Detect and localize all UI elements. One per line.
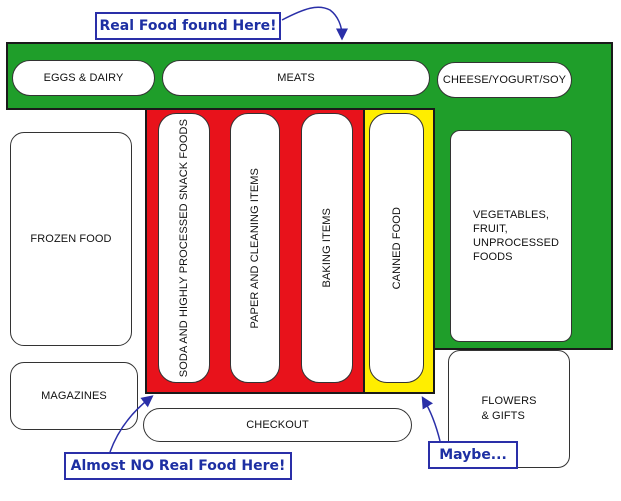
callout-real-food: Real Food found Here! bbox=[95, 12, 281, 40]
aisle-soda-snacks: SODA AND HIGHLY PROCESSED SNACK FOODS bbox=[158, 113, 210, 383]
callout-almost-no-text: Almost NO Real Food Here! bbox=[70, 458, 286, 474]
arrow-maybe bbox=[421, 396, 441, 442]
section-meats: MEATS bbox=[162, 60, 430, 96]
callout-real-food-text: Real Food found Here! bbox=[99, 18, 277, 34]
section-checkout: CHECKOUT bbox=[143, 408, 412, 442]
section-flowers-label: FLOWERS & GIFTS bbox=[481, 395, 537, 422]
section-vegetables-fruit: VEGETABLES, FRUIT, UNPROCESSED FOODS bbox=[450, 130, 572, 342]
section-checkout-label: CHECKOUT bbox=[246, 419, 309, 431]
callout-maybe: Maybe... bbox=[428, 441, 518, 469]
section-meats-label: MEATS bbox=[277, 72, 315, 84]
section-eggs-dairy: EGGS & DAIRY bbox=[12, 60, 155, 96]
aisle-canned-food: CANNED FOOD bbox=[369, 113, 424, 383]
aisle-paper-cleaning: PAPER AND CLEANING ITEMS bbox=[230, 113, 280, 383]
section-eggs-dairy-label: EGGS & DAIRY bbox=[43, 72, 124, 84]
section-cheese-yogurt-soy: CHEESE/YOGURT/SOY bbox=[437, 62, 572, 98]
callout-maybe-text: Maybe... bbox=[439, 447, 507, 463]
section-magazines: MAGAZINES bbox=[10, 362, 138, 430]
section-cheese-label: CHEESE/YOGURT/SOY bbox=[442, 74, 567, 86]
section-magazines-label: MAGAZINES bbox=[41, 390, 107, 402]
section-frozen-label: FROZEN FOOD bbox=[30, 233, 112, 245]
arrow-almost-no bbox=[109, 395, 154, 453]
callout-almost-no-real-food: Almost NO Real Food Here! bbox=[64, 452, 292, 480]
section-vegetables-label: VEGETABLES, FRUIT, UNPROCESSED FOODS bbox=[473, 209, 560, 263]
aisle-baking: BAKING ITEMS bbox=[301, 113, 353, 383]
arrow-real-food bbox=[281, 6, 348, 41]
section-frozen-food: FROZEN FOOD bbox=[10, 132, 132, 346]
